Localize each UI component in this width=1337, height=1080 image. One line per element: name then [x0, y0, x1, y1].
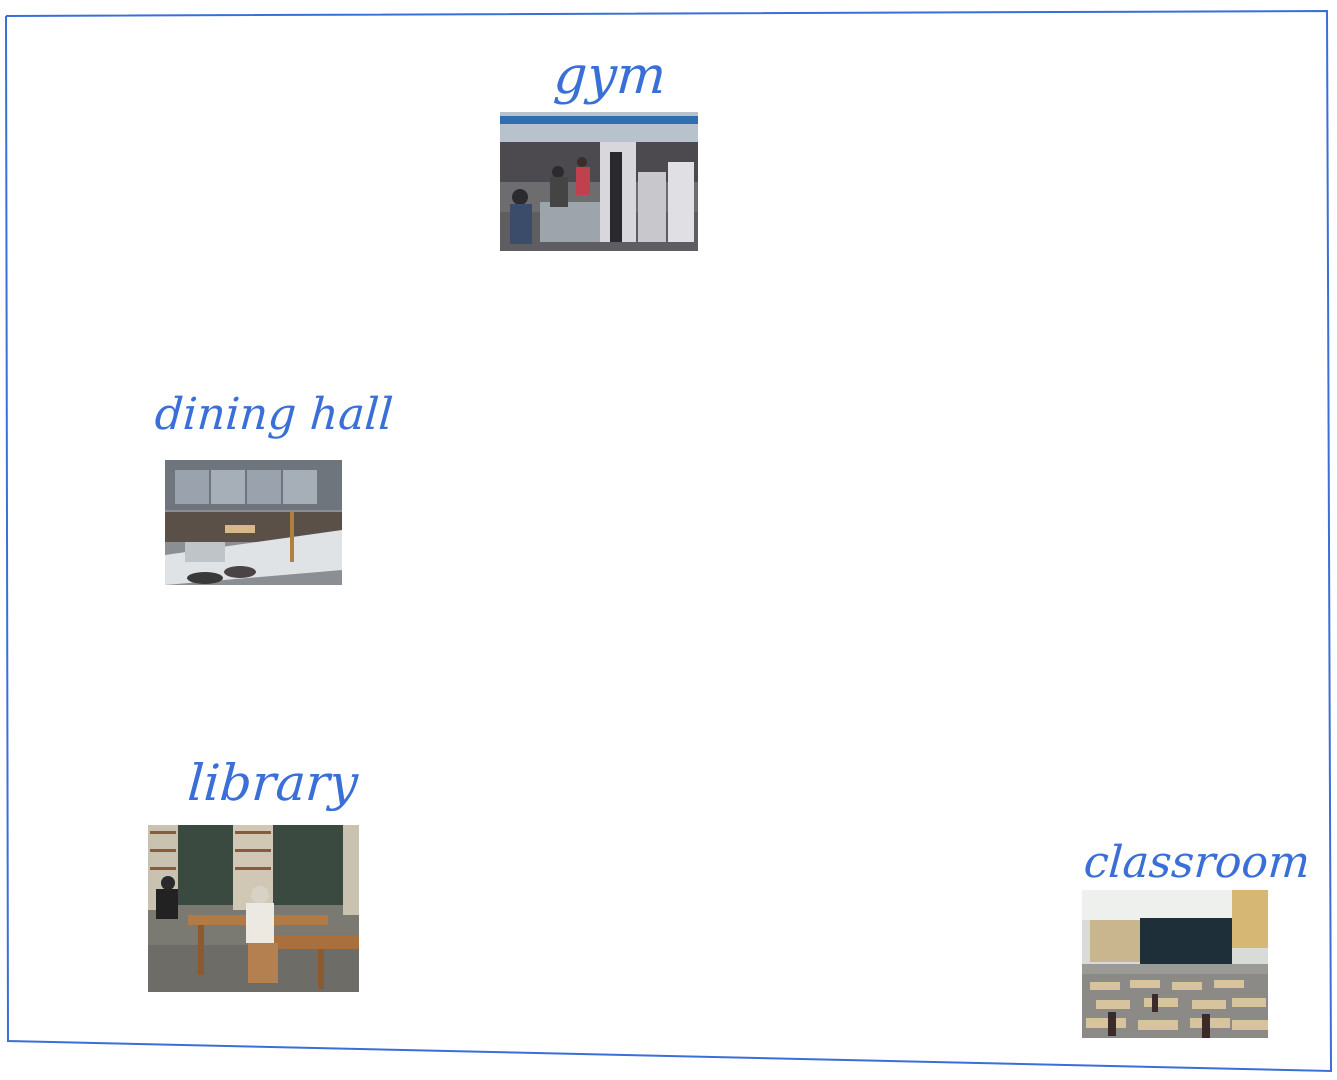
gym-photo [500, 112, 698, 251]
dining-hall-photo [165, 460, 342, 585]
library-label: library [185, 754, 360, 812]
classroom-label: classroom [1082, 837, 1312, 888]
dining-hall-label: dining hall [153, 389, 395, 440]
classroom-photo [1082, 890, 1268, 1038]
library-photo [148, 825, 359, 992]
gym-label: gym [551, 46, 669, 106]
frame-border [5, 9, 1333, 1073]
